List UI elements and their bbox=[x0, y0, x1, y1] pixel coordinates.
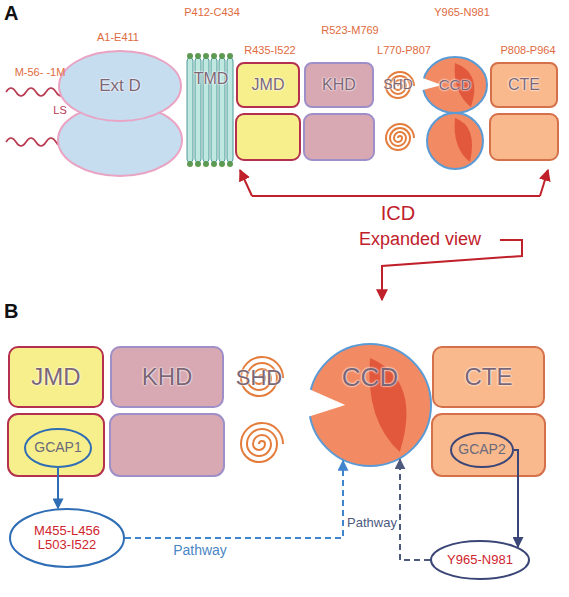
domain-name: JMD bbox=[31, 364, 80, 390]
expand-label: Expanded view bbox=[359, 230, 481, 250]
cte-box bbox=[432, 414, 545, 476]
jmd-box: JMD bbox=[236, 62, 300, 108]
pathway-connector bbox=[400, 459, 430, 560]
ccd-notch bbox=[420, 77, 442, 91]
panel-letter: B bbox=[4, 300, 18, 322]
signal-label: LS bbox=[53, 104, 66, 116]
ext-domain-ellipse-shape bbox=[59, 51, 181, 121]
membrane-dot bbox=[187, 53, 193, 59]
shd-spiral bbox=[241, 423, 283, 462]
icd-bracket bbox=[240, 170, 252, 196]
residue-ellipse: Y965-N981 bbox=[430, 540, 530, 580]
signal-squiggle bbox=[6, 138, 66, 146]
domain-name: KHD bbox=[142, 364, 193, 390]
membrane-bar bbox=[187, 58, 193, 162]
shd-spiral bbox=[386, 124, 414, 150]
residue-ellipse-shape bbox=[431, 541, 529, 579]
residue-range: M-56- -1M bbox=[15, 66, 66, 78]
signal-squiggle bbox=[6, 88, 66, 96]
membrane-dot bbox=[195, 161, 201, 167]
icd-bracket bbox=[540, 170, 548, 196]
membrane-dot bbox=[187, 161, 193, 167]
gcap-site-ellipse-shape bbox=[451, 433, 513, 467]
membrane-dot bbox=[211, 53, 217, 59]
jmd-box: JMD bbox=[8, 346, 104, 408]
ccd-blob: CCD bbox=[422, 56, 488, 114]
residue-range: R523-M769 bbox=[321, 24, 378, 36]
jmd-box bbox=[8, 414, 104, 476]
membrane-dot bbox=[203, 161, 209, 167]
domain-name: JMD bbox=[252, 76, 285, 94]
domain-name: CTE bbox=[508, 76, 540, 94]
residue-range: P412-C434 bbox=[184, 6, 240, 18]
residue-range: Y965-N981 bbox=[434, 6, 490, 18]
membrane-dot bbox=[211, 161, 217, 167]
residue-ellipse-shape bbox=[10, 509, 124, 567]
shd-spiral-domain: SHD bbox=[226, 350, 292, 406]
membrane-dot bbox=[219, 161, 225, 167]
membrane-dot bbox=[203, 53, 209, 59]
cte-box bbox=[490, 114, 558, 160]
pathway-connector bbox=[57, 468, 59, 508]
residue-range: P808-P964 bbox=[500, 44, 555, 56]
gcap-site-ellipse: GCAP1 bbox=[24, 428, 92, 468]
residue-range: R435-I522 bbox=[244, 44, 295, 56]
cte-box: CTE bbox=[490, 62, 558, 108]
domain-name: TMD bbox=[194, 70, 229, 88]
icd-bracket bbox=[252, 195, 540, 197]
panel-letter: A bbox=[4, 2, 18, 24]
pathway-label: Pathway bbox=[347, 516, 397, 530]
domain-name: GCAP1 bbox=[34, 440, 81, 455]
ccd-blob bbox=[427, 113, 483, 169]
membrane-dot bbox=[219, 53, 225, 59]
domain-name: KHD bbox=[322, 76, 356, 94]
ccd-core bbox=[455, 118, 472, 162]
pathway-connector bbox=[514, 450, 518, 547]
khd-box: KHD bbox=[304, 62, 374, 108]
ext-domain-ellipse: Ext D bbox=[58, 50, 182, 122]
membrane-domain: TMD bbox=[183, 52, 239, 166]
cte-box: CTE bbox=[432, 346, 545, 408]
domain-name: CCD bbox=[342, 363, 398, 392]
ccd-blob: CCD bbox=[308, 343, 432, 467]
domain-name: SHD bbox=[383, 77, 413, 92]
domain-name: M455-L456 L503-I522 bbox=[19, 524, 115, 553]
khd-box bbox=[110, 414, 224, 476]
domain-name: GCAP2 bbox=[458, 442, 505, 457]
domain-name: Ext D bbox=[99, 77, 141, 96]
domain-name: SHD bbox=[236, 366, 282, 390]
membrane-dot bbox=[227, 53, 233, 59]
domain-name: Y965-N981 bbox=[447, 553, 513, 567]
membrane-dot bbox=[195, 53, 201, 59]
gcap-site-ellipse-shape bbox=[25, 429, 91, 467]
ccd-blob-outline bbox=[308, 343, 432, 467]
residue-range: A1-E411 bbox=[97, 31, 139, 43]
ccd-notch bbox=[306, 388, 345, 418]
membrane-dot bbox=[227, 161, 233, 167]
jmd-box bbox=[236, 114, 300, 160]
domain-name: CCD bbox=[439, 77, 472, 94]
khd-box: KHD bbox=[110, 346, 224, 408]
pathway-connector bbox=[125, 461, 343, 538]
shd-spiral-domain: SHD bbox=[376, 62, 420, 108]
pathway-label: Pathway bbox=[173, 543, 227, 558]
residue-ellipse: M455-L456 L503-I522 bbox=[9, 508, 125, 568]
gcap-site-ellipse: GCAP2 bbox=[450, 432, 514, 468]
domain-name: CTE bbox=[465, 364, 513, 390]
khd-box bbox=[304, 114, 374, 160]
residue-range: L770-P807 bbox=[377, 44, 431, 56]
region-label: ICD bbox=[381, 202, 415, 224]
